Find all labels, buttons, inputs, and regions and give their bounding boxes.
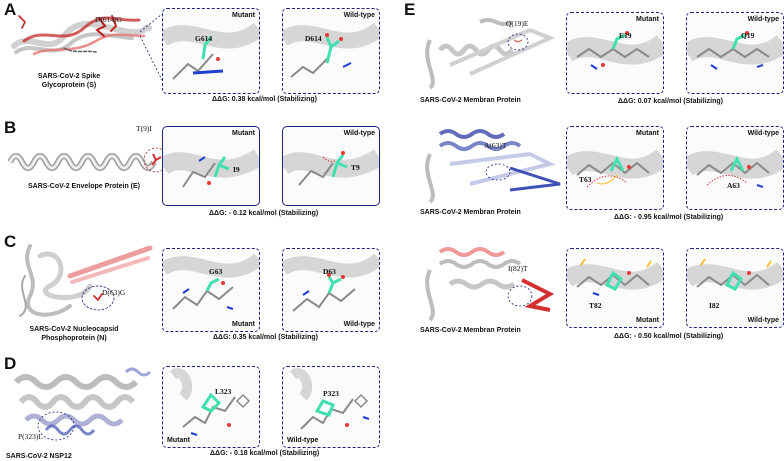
wildtype-structure-a: [283, 22, 379, 78]
wildtype-box-e1: Wild-type Q19: [686, 12, 784, 94]
wildtype-residue-e2: A63: [727, 181, 740, 190]
mutant-residue-e1: E19: [619, 31, 632, 40]
mutant-structure-e2: [567, 148, 663, 188]
mutant-structure-e1: [567, 31, 663, 70]
mutant-residue-c: G63: [209, 267, 223, 276]
site-label-e3: I(82)T: [508, 264, 528, 273]
mutant-residue-a: G614: [195, 34, 213, 43]
mutant-structure-b: [163, 149, 259, 188]
ddg-d: ΔΔG: - 0.18 kcal/mol (Stabilizing): [210, 450, 320, 457]
wildtype-box-b: Wild-type T9: [282, 126, 380, 206]
membrane-structure-row2: [425, 129, 561, 204]
ddg-b: ΔΔG: - 0.12 kcal/mol (Stabilizing): [209, 210, 319, 217]
mutant-tag-e3: Mutant: [636, 317, 659, 324]
mutant-box-a: Mutant G614: [162, 8, 260, 94]
protein-label-a: SARS-CoV-2 Spike Glycoprotein (S): [4, 72, 134, 90]
protein-label-a-line1: SARS-CoV-2 Spike: [37, 73, 101, 80]
panel-letter-e: E: [404, 0, 416, 19]
wildtype-tag-d: Wild-type: [287, 437, 319, 444]
wildtype-residue-d: P323: [323, 389, 339, 398]
ddg-c: ΔΔG: 0.35 kcal/mol (Stabilizing): [213, 334, 318, 341]
wildtype-residue-c: D63: [323, 267, 336, 276]
wildtype-structure-c: [283, 253, 379, 312]
panel-letter-c: C: [4, 232, 17, 251]
wildtype-structure-e2: [687, 148, 783, 188]
panel-letter-d: D: [4, 354, 17, 373]
protein-label-c-line2: Phosphoprotein (N): [41, 335, 107, 342]
wildtype-structure-d: [289, 368, 370, 430]
wildtype-box-d: P323 Wild-type: [282, 366, 380, 448]
protein-label-c: SARS-CoV-2 Nucleocapsid Phosphoprotein (…: [4, 325, 144, 343]
wildtype-box-e2: Wild-type A63: [686, 126, 784, 210]
mutant-box-d: L323 Mutant: [162, 366, 260, 448]
wildtype-residue-b: T9: [351, 163, 360, 172]
mutant-tag-a: Mutant: [232, 12, 255, 19]
mutant-structure-d: [169, 368, 251, 436]
mutant-box-e2: Mutant T63: [566, 126, 664, 210]
wildtype-residue-e1: Q19: [741, 31, 755, 40]
ddg-e1: ΔΔG: 0.07 kcal/mol (Stabilizing): [618, 98, 723, 105]
site-label-b: T(9)I: [136, 124, 152, 133]
protein-label-e3: SARS-CoV-2 Membran Protein: [420, 327, 521, 334]
mutant-tag-e1: Mutant: [636, 16, 659, 23]
panel-letter-b: B: [4, 118, 17, 137]
mutant-box-c: G63 Mutant: [162, 248, 260, 332]
mutant-box-b: Mutant I9: [162, 126, 260, 206]
site-label-a: D(614)G: [95, 15, 123, 24]
mutant-structure-e3: [567, 258, 663, 296]
mutant-residue-e2: T63: [579, 175, 592, 184]
mutant-residue-e3: T82: [589, 301, 602, 310]
wildtype-tag-c: Wild-type: [343, 321, 375, 328]
spike-protein-structure: [11, 15, 152, 56]
protein-label-e2: SARS-CoV-2 Membran Protein: [420, 209, 521, 216]
site-label-c: D(63)G: [102, 288, 126, 297]
nsp12-structure: [13, 367, 152, 441]
wildtype-box-e3: I82 Wild-type: [686, 248, 784, 328]
mutant-residue-d: L323: [215, 387, 232, 396]
mutant-box-e3: T82 Mutant: [566, 248, 664, 328]
wildtype-tag-a: Wild-type: [343, 12, 375, 19]
mutant-structure-a: [163, 22, 259, 80]
mutant-residue-b: I9: [233, 165, 240, 174]
zoom-connector-a: [140, 13, 162, 81]
wildtype-residue-a: D614: [305, 34, 322, 43]
mutant-box-e1: Mutant E19: [566, 12, 664, 94]
wildtype-box-c: D63 Wild-type: [282, 248, 380, 332]
site-label-e2: A(63)T: [484, 141, 507, 150]
protein-label-a-line2: Glycoprotein (S): [41, 82, 97, 89]
wildtype-structure-e1: [687, 31, 783, 70]
ddg-a: ΔΔG: 0.38 kcal/mol (Stabilizing): [212, 96, 317, 103]
nucleocapsid-structure: [19, 244, 153, 317]
site-label-d: P(323)L: [18, 432, 43, 441]
mutant-structure-c: [163, 253, 259, 310]
wildtype-box-a: Wild-type D614: [282, 8, 380, 94]
protein-label-b: SARS-CoV-2 Envelope Protein (E): [27, 183, 141, 190]
ddg-e2: ΔΔG: - 0.95 kcal/mol (Stabilizing): [614, 214, 724, 221]
mutant-tag-d: Mutant: [167, 437, 190, 444]
wildtype-tag-e3: Wild-type: [747, 317, 779, 324]
wildtype-tag-e2: Wild-type: [747, 130, 779, 137]
wildtype-structure-b: [283, 149, 379, 186]
mutant-tag-c: Mutant: [232, 321, 255, 328]
protein-label-c-line1: SARS-CoV-2 Nucleocapsid: [29, 326, 119, 333]
wildtype-structure-e3: [687, 258, 783, 291]
wildtype-tag-b: Wild-type: [343, 130, 375, 137]
panel-letter-a: A: [4, 0, 17, 19]
ddg-e3: ΔΔG: - 0.50 kcal/mol (Stabilizing): [614, 333, 724, 340]
protein-label-d: SARS-CoV-2 NSP12: [6, 453, 72, 460]
envelope-protein-structure: [8, 147, 168, 173]
mutant-tag-e2: Mutant: [636, 130, 659, 137]
membrane-structure-row3: [425, 247, 555, 322]
site-label-e1: Q(19)E: [506, 19, 529, 28]
wildtype-residue-e3: I82: [709, 301, 720, 310]
mutant-tag-b: Mutant: [232, 130, 255, 137]
wildtype-tag-e1: Wild-type: [747, 16, 779, 23]
membrane-structure-row1: [425, 18, 556, 90]
protein-label-e1: SARS-CoV-2 Membran Protein: [420, 97, 521, 104]
